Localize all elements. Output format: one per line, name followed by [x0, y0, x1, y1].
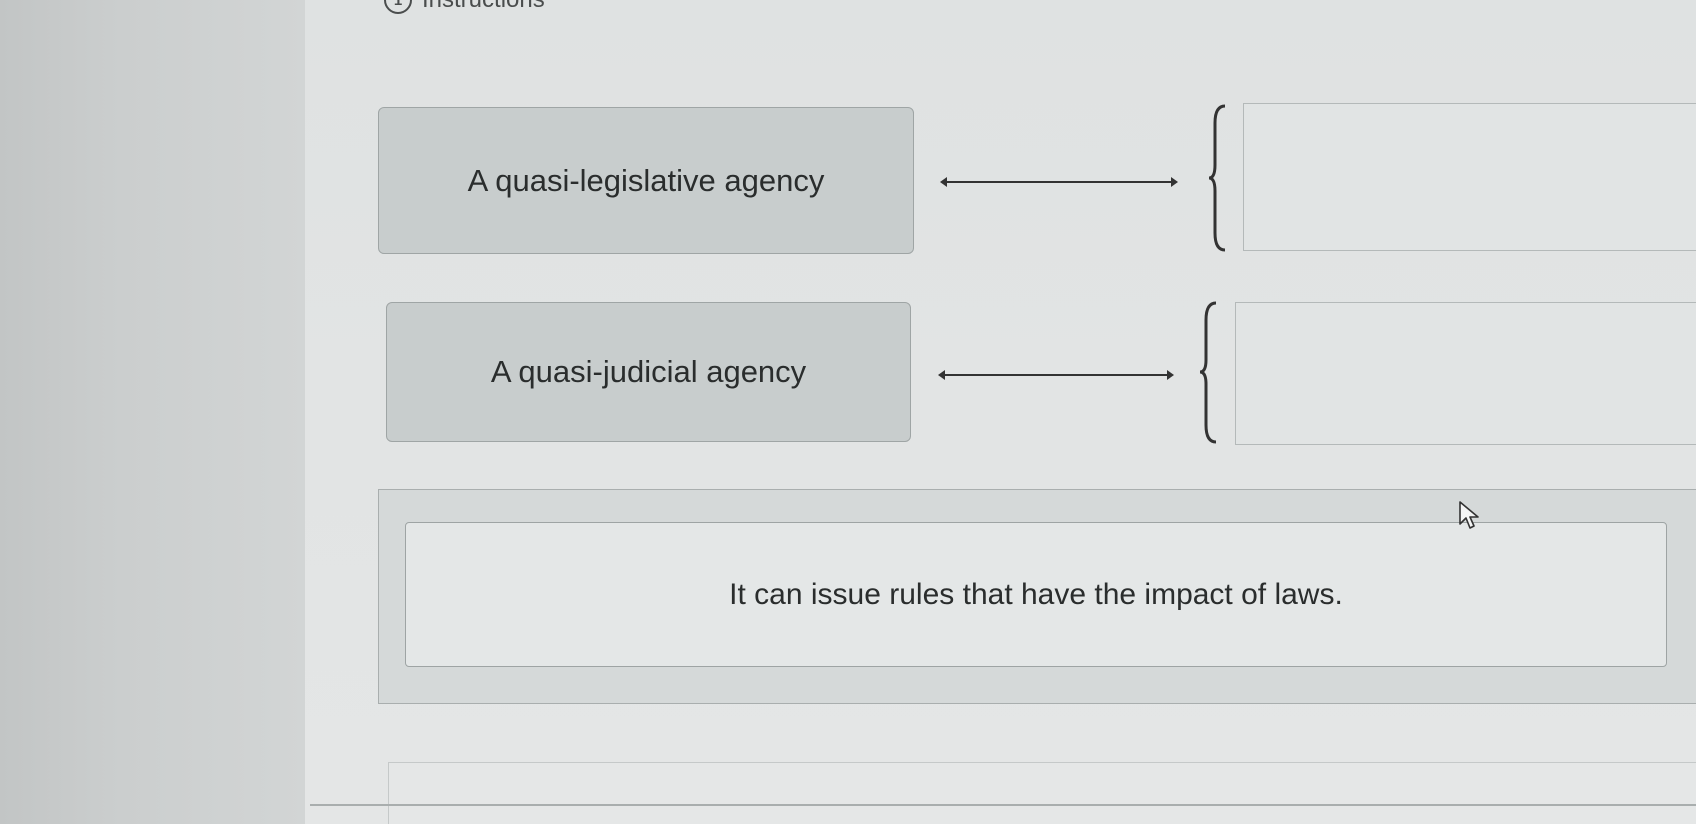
instructions-label: Instructions	[422, 0, 545, 14]
answer-tile[interactable]: It can issue rules that have the impact …	[405, 522, 1667, 667]
agency-card-quasi-judicial: A quasi-judicial agency	[386, 302, 911, 442]
agency-label: A quasi-judicial agency	[490, 354, 807, 389]
drop-target-quasi-legislative[interactable]	[1243, 103, 1696, 251]
agency-label: A quasi-legislative agency	[467, 162, 825, 198]
bottom-panel	[388, 762, 1696, 824]
drop-target-quasi-judicial[interactable]	[1235, 302, 1696, 445]
curly-brace-icon	[1208, 104, 1226, 252]
divider	[310, 804, 1696, 806]
answer-tile-text: It can issue rules that have the impact …	[729, 577, 1343, 611]
double-arrow-icon	[938, 370, 1174, 380]
left-gutter	[0, 0, 305, 824]
mouse-cursor-icon	[1459, 501, 1479, 529]
agency-card-quasi-legislative: A quasi-legislative agency	[378, 107, 914, 254]
step-number-icon: 1	[384, 0, 412, 14]
curly-brace-icon	[1199, 301, 1217, 444]
instructions-toggle[interactable]: 1 Instructions	[384, 0, 545, 14]
double-arrow-icon	[940, 177, 1178, 187]
